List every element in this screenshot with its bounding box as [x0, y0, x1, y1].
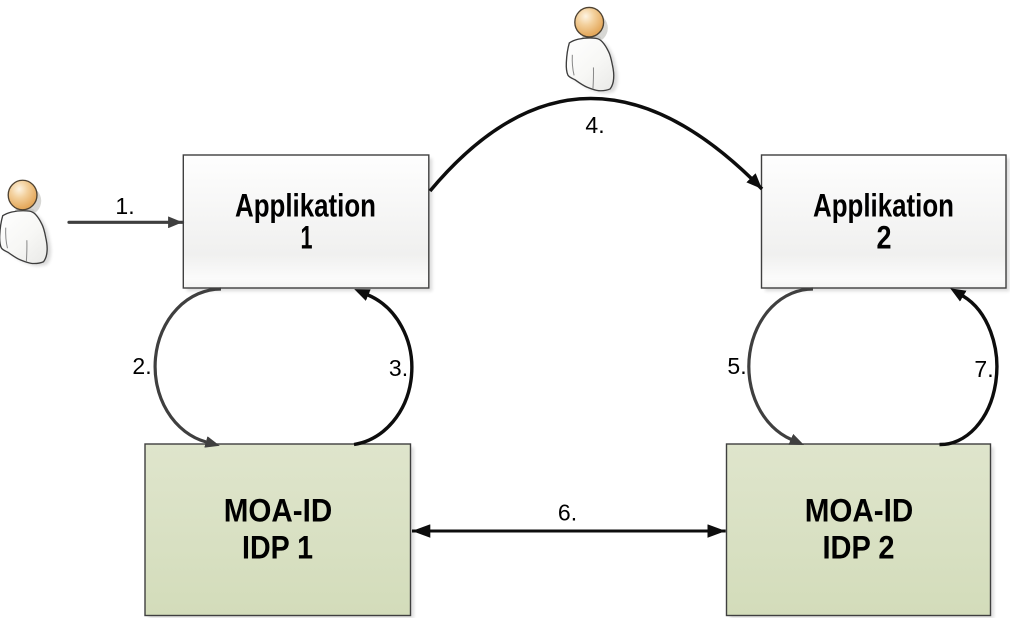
svg-text:IDP 2: IDP 2 [823, 530, 895, 566]
svg-text:2.: 2. [132, 353, 151, 379]
svg-text:IDP 1: IDP 1 [242, 530, 313, 566]
svg-text:7.: 7. [974, 356, 993, 382]
svg-text:5.: 5. [727, 353, 746, 379]
svg-text:6.: 6. [558, 500, 577, 526]
svg-text:Applikation: Applikation [235, 188, 376, 224]
svg-text:3.: 3. [389, 355, 408, 381]
svg-text:MOA-ID: MOA-ID [224, 493, 333, 529]
svg-text:2: 2 [877, 220, 892, 256]
svg-text:MOA-ID: MOA-ID [805, 493, 914, 529]
svg-text:Applikation: Applikation [813, 188, 954, 224]
svg-text:1.: 1. [115, 193, 134, 219]
svg-text:1: 1 [301, 220, 313, 256]
svg-text:4.: 4. [585, 112, 604, 138]
